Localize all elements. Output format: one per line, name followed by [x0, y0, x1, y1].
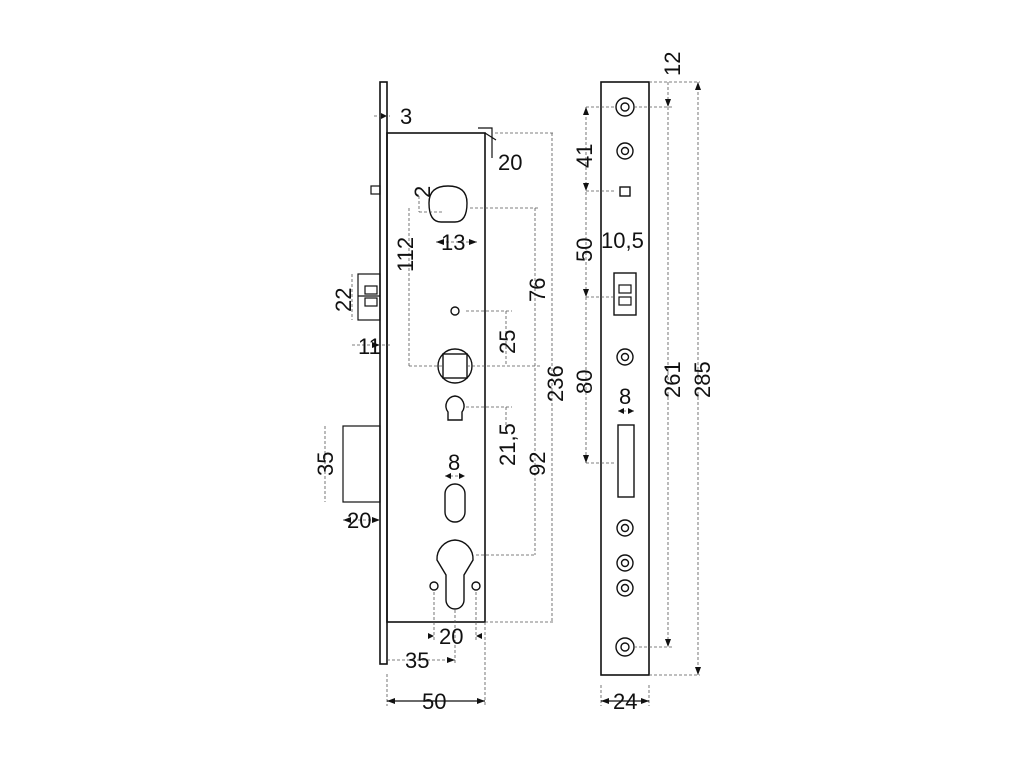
front-screw-4 — [616, 519, 634, 537]
oval-slot — [444, 483, 466, 523]
dim-follower-to-top: 112 — [393, 237, 418, 272]
dim-faceplate-thickness: 3 — [400, 104, 412, 129]
dim-front-total-length: 285 — [690, 361, 715, 398]
keyhole — [445, 395, 465, 421]
front-screw-1 — [615, 97, 635, 117]
dim-follower-to-key: 21,5 — [495, 423, 520, 466]
cylinder-screw-left — [429, 581, 439, 591]
dim-latch-projection: 11 — [358, 334, 381, 359]
front-screw-7 — [615, 637, 635, 657]
dim-front-inner-length: 261 — [660, 361, 685, 398]
front-deadbolt-slot — [617, 424, 635, 498]
dim-front-width: 24 — [613, 689, 637, 714]
front-screw-6 — [616, 579, 634, 597]
cylinder-screw-right — [471, 581, 481, 591]
dim-backset: 35 — [405, 648, 429, 673]
dim-front-lower-spacing: 80 — [572, 370, 597, 394]
cylinder-cutout — [436, 539, 474, 610]
dim-slot-width: 8 — [448, 450, 460, 475]
lock-case — [386, 132, 486, 623]
top-tab — [478, 127, 493, 158]
front-screw-2 — [616, 142, 634, 160]
dim-case-depth: 50 — [422, 689, 446, 714]
dim-front-latch-spacing: 50 — [572, 238, 597, 262]
side-faceplate — [379, 81, 388, 665]
dim-front-top-hole: 12 — [660, 52, 685, 76]
dim-front-hole-spacing: 41 — [572, 144, 597, 168]
dim-deadbolt-projection: 20 — [347, 508, 371, 533]
dim-latch-height: 22 — [331, 288, 356, 312]
front-faceplate — [600, 81, 650, 676]
dim-front-latch-width: 10,5 — [601, 228, 644, 253]
dim-follower-to-hole: 25 — [495, 330, 520, 354]
side-view: 3 20 2 13 112 22 11 76 25 236 21,5 92 35… — [313, 81, 568, 714]
front-screw-5 — [616, 554, 634, 572]
latch-bolt — [357, 273, 381, 321]
deadbolt — [342, 425, 381, 503]
dim-top-to-cylinder: 76 — [525, 278, 550, 302]
dim-hole-width: 13 — [441, 230, 465, 255]
dim-spindle-offset: 2 — [410, 186, 435, 198]
dim-follower-to-cylinder: 92 — [525, 452, 550, 476]
faceplate-tab — [370, 185, 381, 195]
front-small-slot — [619, 186, 631, 197]
dim-cylinder-spacing: 20 — [439, 624, 463, 649]
dim-deadbolt-height: 35 — [313, 452, 338, 476]
front-latch — [613, 272, 637, 316]
top-oval-hole — [428, 185, 468, 223]
dim-front-slot-width: 8 — [619, 384, 631, 409]
front-view: 12 41 50 10,5 80 8 261 285 24 — [572, 52, 715, 714]
dim-top-tab: 20 — [498, 150, 522, 175]
small-hole — [450, 306, 460, 316]
front-screw-3 — [616, 348, 634, 366]
dim-total-case-height: 236 — [543, 365, 568, 402]
follower — [437, 348, 473, 384]
